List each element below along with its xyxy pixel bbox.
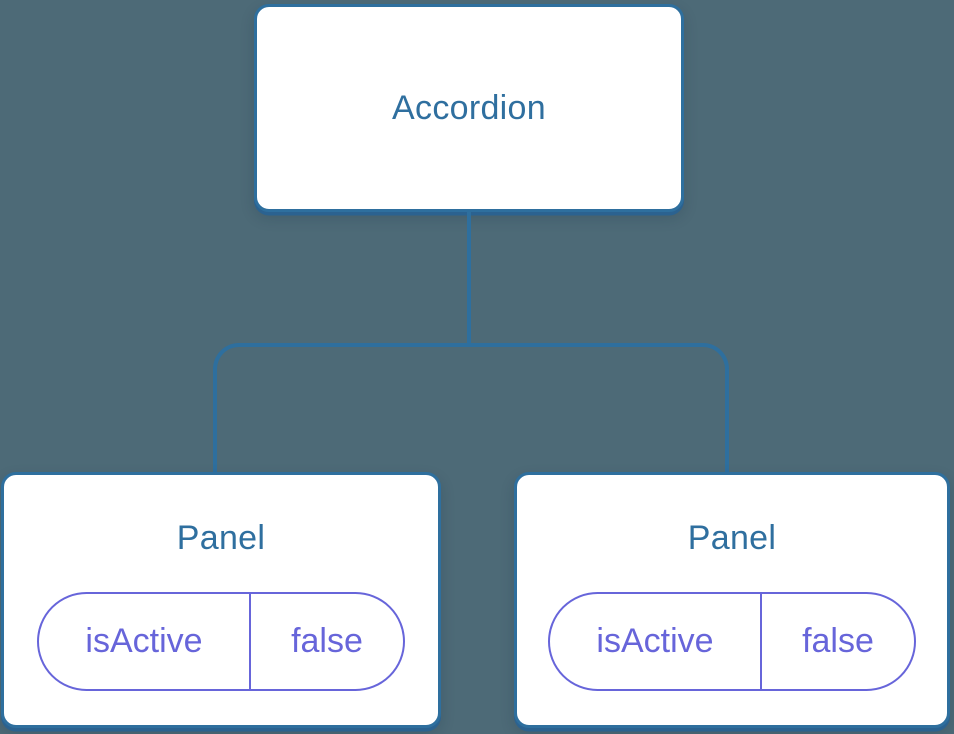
- state-value: false: [802, 622, 874, 660]
- connector-bracket: [213, 343, 729, 472]
- state-pill: isActive false: [548, 592, 916, 691]
- accordion-node: Accordion: [254, 4, 684, 212]
- accordion-node-label: Accordion: [392, 88, 546, 127]
- panel-node-left: Panel isActive false: [1, 472, 441, 728]
- panel-node-label: Panel: [687, 519, 777, 557]
- state-key: isActive: [39, 594, 251, 689]
- panel-node-label: Panel: [176, 519, 266, 557]
- state-pill: isActive false: [37, 592, 405, 691]
- state-key: isActive: [550, 594, 762, 689]
- panel-node-right: Panel isActive false: [514, 472, 950, 728]
- connector-stem: [467, 212, 471, 345]
- state-value: false: [291, 622, 363, 660]
